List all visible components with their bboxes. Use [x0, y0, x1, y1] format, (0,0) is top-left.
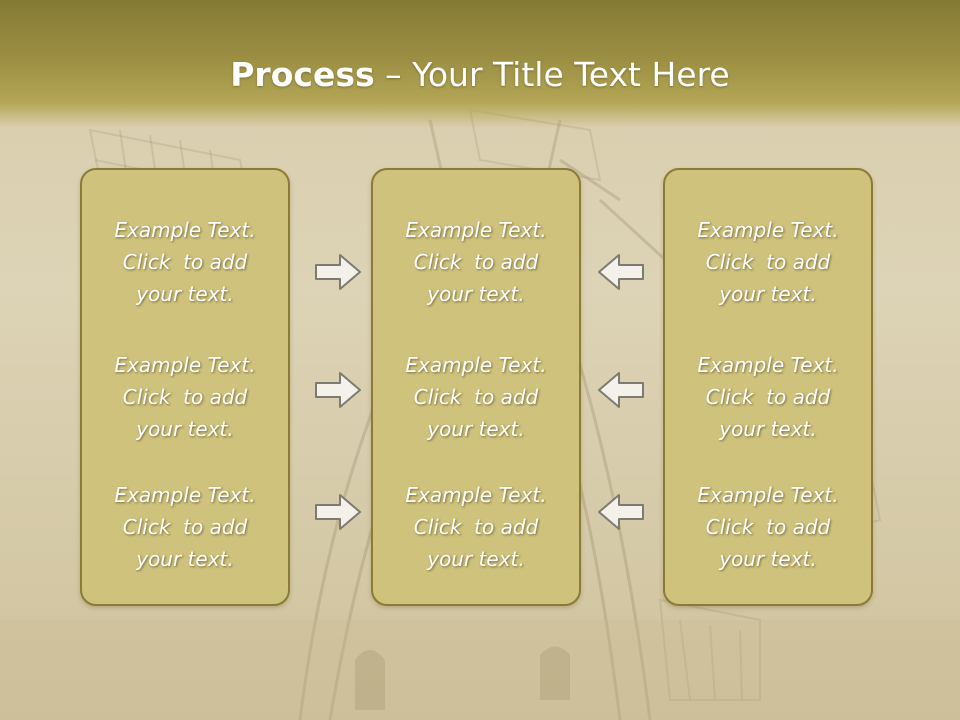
- text-placeholder[interactable]: Example Text. Click to add your text.: [665, 214, 871, 310]
- text-line: Click to add: [122, 250, 248, 274]
- text-line: Example Text.: [697, 218, 839, 242]
- text-line: Example Text.: [405, 218, 547, 242]
- text-line: Example Text.: [697, 483, 839, 507]
- process-panel-left[interactable]: Example Text. Click to add your text. Ex…: [80, 168, 290, 606]
- text-line: your text.: [136, 417, 234, 441]
- text-line: Example Text.: [114, 353, 256, 377]
- text-line: Example Text.: [114, 483, 256, 507]
- left-arrow-icon[interactable]: [597, 252, 645, 292]
- title-bold-part: Process: [230, 55, 375, 94]
- text-line: your text.: [136, 282, 234, 306]
- text-line: Click to add: [413, 250, 539, 274]
- text-line: your text.: [427, 547, 525, 571]
- text-line: Example Text.: [405, 353, 547, 377]
- text-placeholder[interactable]: Example Text. Click to add your text.: [82, 479, 288, 575]
- text-line: your text.: [719, 282, 817, 306]
- text-line: Click to add: [705, 515, 831, 539]
- text-placeholder[interactable]: Example Text. Click to add your text.: [373, 214, 579, 310]
- text-line: Click to add: [122, 515, 248, 539]
- text-line: Click to add: [705, 250, 831, 274]
- text-line: your text.: [427, 417, 525, 441]
- text-line: Click to add: [122, 385, 248, 409]
- title-rest-part: – Your Title Text Here: [374, 55, 730, 94]
- text-line: your text.: [427, 282, 525, 306]
- text-placeholder[interactable]: Example Text. Click to add your text.: [82, 349, 288, 445]
- process-panel-right[interactable]: Example Text. Click to add your text. Ex…: [663, 168, 873, 606]
- text-line: Click to add: [705, 385, 831, 409]
- right-arrow-icon[interactable]: [314, 492, 362, 532]
- text-line: Example Text.: [697, 353, 839, 377]
- text-placeholder[interactable]: Example Text. Click to add your text.: [373, 479, 579, 575]
- left-arrow-icon[interactable]: [597, 370, 645, 410]
- slide-title[interactable]: Process – Your Title Text Here: [0, 52, 960, 98]
- right-arrow-icon[interactable]: [314, 370, 362, 410]
- right-arrow-icon[interactable]: [314, 252, 362, 292]
- text-line: your text.: [719, 547, 817, 571]
- text-line: your text.: [136, 547, 234, 571]
- text-line: Click to add: [413, 515, 539, 539]
- text-line: Click to add: [413, 385, 539, 409]
- text-placeholder[interactable]: Example Text. Click to add your text.: [665, 479, 871, 575]
- left-arrow-icon[interactable]: [597, 492, 645, 532]
- text-placeholder[interactable]: Example Text. Click to add your text.: [82, 214, 288, 310]
- text-line: Example Text.: [114, 218, 256, 242]
- text-placeholder[interactable]: Example Text. Click to add your text.: [373, 349, 579, 445]
- process-panel-center[interactable]: Example Text. Click to add your text. Ex…: [371, 168, 581, 606]
- title-bar: [0, 0, 960, 128]
- text-line: Example Text.: [405, 483, 547, 507]
- text-line: your text.: [719, 417, 817, 441]
- text-placeholder[interactable]: Example Text. Click to add your text.: [665, 349, 871, 445]
